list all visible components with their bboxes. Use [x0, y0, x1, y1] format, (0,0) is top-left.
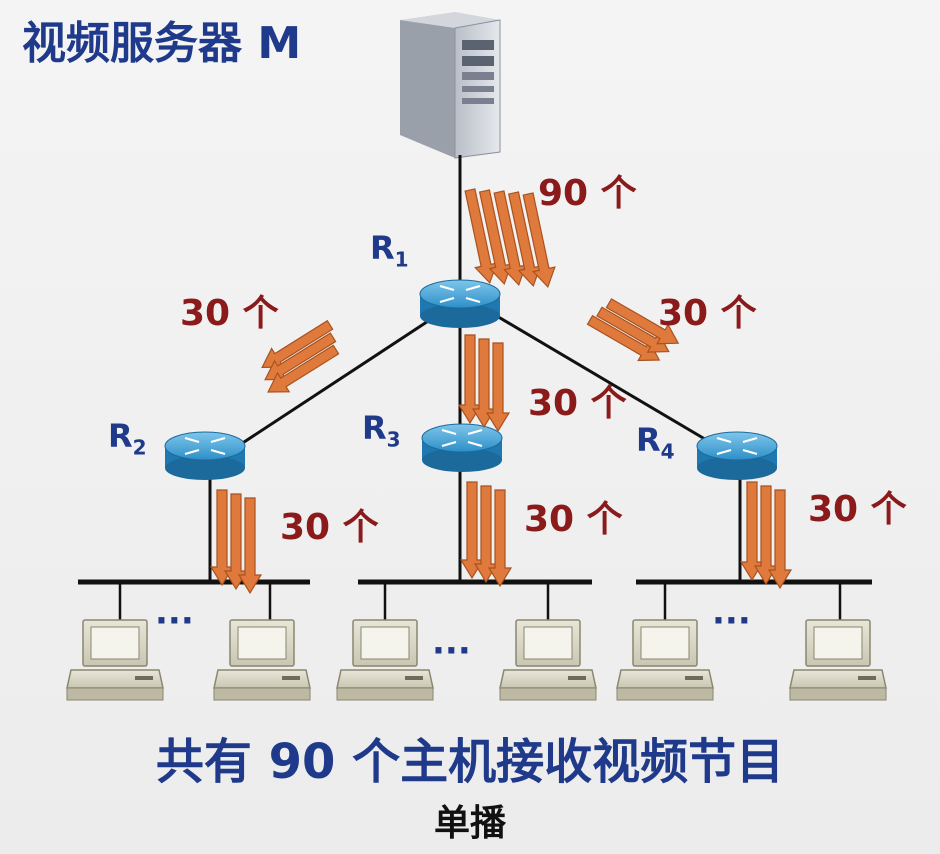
diagram-caption: 共有 90 个主机接收视频节目 [155, 734, 785, 790]
host-computer-icon [616, 619, 714, 701]
flow-arrow-bundle [739, 481, 793, 590]
host-computer-icon [336, 619, 434, 701]
flow-arrow-icon [237, 497, 263, 595]
flow-arrow-bundle [457, 334, 511, 433]
router-label-r2: R2 [108, 417, 147, 460]
flow-arrow-icon [485, 342, 511, 433]
flow-arrow-bundle [464, 188, 556, 289]
flow-count-r1-r2: 30 个 [180, 293, 279, 334]
router-label-r4: R4 [636, 421, 675, 464]
host-computer-icon [789, 619, 887, 701]
more-hosts-ellipsis: ··· [432, 631, 471, 671]
router-label-r3: R3 [362, 409, 401, 452]
flow-arrow-icon [267, 344, 340, 393]
flow-arrow-bundle [459, 481, 513, 588]
router-r2-icon [163, 430, 247, 482]
host-computer-icon [213, 619, 311, 701]
more-hosts-ellipsis: ··· [712, 601, 751, 641]
flow-arrow-bundle [586, 298, 680, 362]
flow-arrow-icon [605, 298, 680, 345]
flow-arrow-icon [487, 489, 513, 588]
router-label-r1: R1 [370, 229, 409, 272]
network-links [208, 155, 742, 582]
video-server-icon [400, 12, 501, 159]
router-r3-icon [420, 422, 504, 474]
host-computer-icon [66, 619, 164, 701]
flow-count-r3-lan: 30 个 [524, 499, 623, 540]
flow-arrows [209, 188, 793, 595]
router-r4-icon [695, 430, 779, 482]
flow-count-r1-r4: 30 个 [658, 293, 757, 334]
flow-arrow-icon [767, 489, 793, 590]
flow-arrow-icon [739, 481, 765, 582]
flow-arrow-icon [753, 485, 779, 586]
flow-count-r4-lan: 30 个 [808, 489, 907, 530]
flow-arrow-bundle [209, 489, 263, 595]
flow-arrow-icon [522, 192, 556, 289]
flow-count-r1-r3: 30 个 [528, 383, 627, 424]
router-r1-icon [418, 278, 502, 330]
flow-count-r2-lan: 30 个 [280, 507, 379, 548]
transmission-method-label: 单播 [433, 803, 506, 844]
page-title: 视频服务器 M [22, 18, 302, 69]
flow-arrow-bundle [261, 319, 340, 393]
lan-segments [78, 579, 872, 620]
more-hosts-ellipsis: ··· [155, 601, 194, 641]
host-computer-icon [499, 619, 597, 701]
flow-count-server-r1: 90 个 [538, 173, 637, 214]
